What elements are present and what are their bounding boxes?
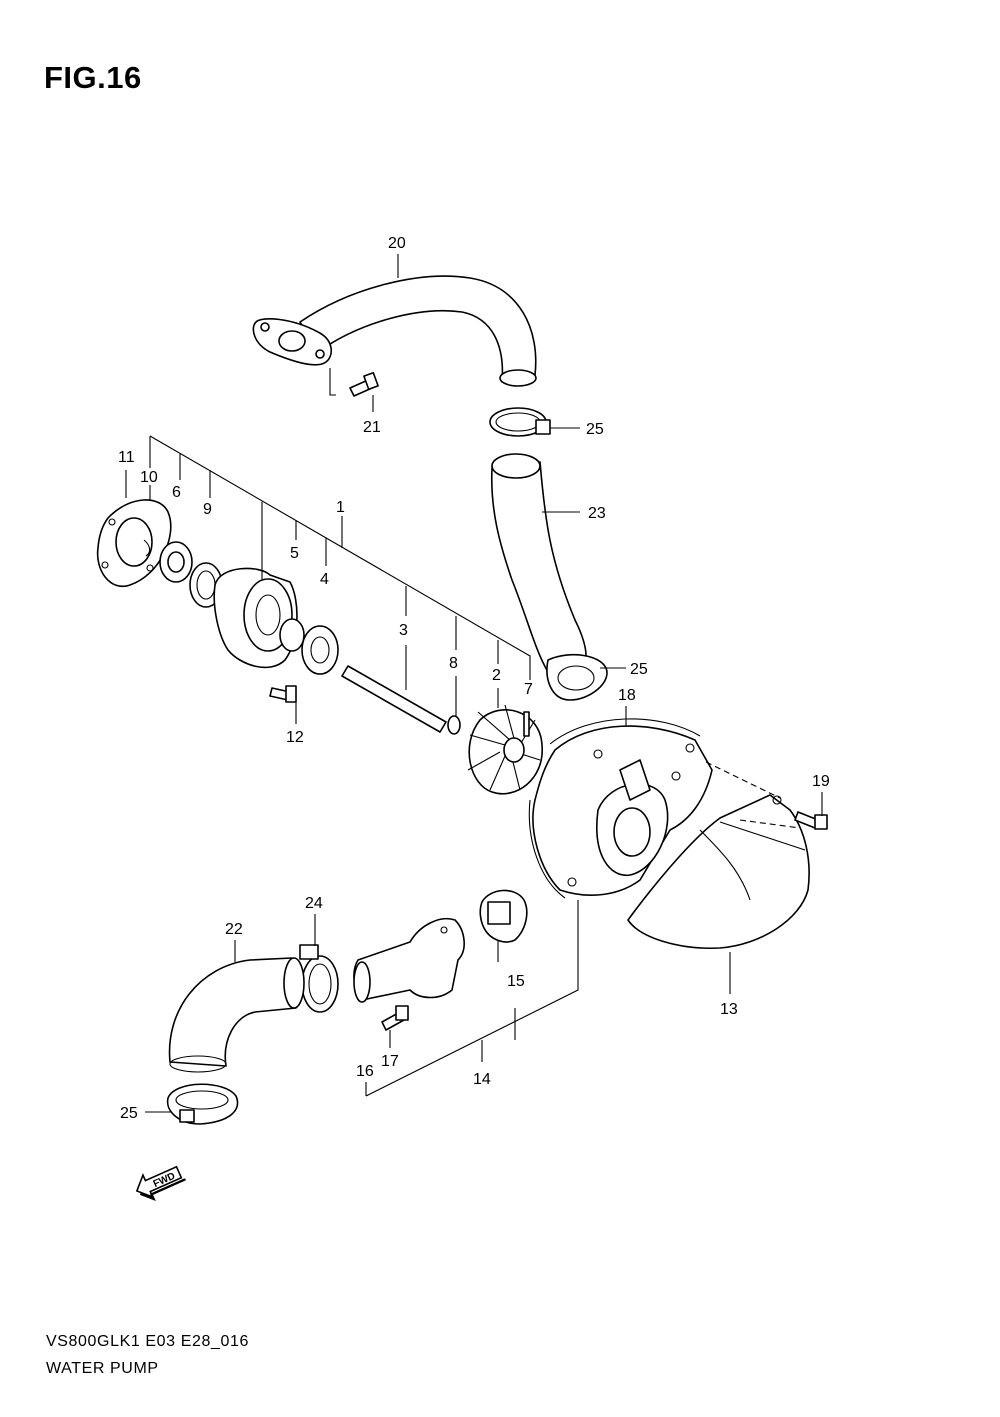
part-12-bolt <box>269 685 297 703</box>
callout-20: 20 <box>388 235 406 252</box>
callout-25-upper: 25 <box>586 421 604 438</box>
part-16-thermostat-cover <box>353 918 465 1003</box>
part-21-bolt <box>349 371 379 397</box>
part-24-clamp <box>299 944 339 1013</box>
callout-2: 2 <box>492 667 501 684</box>
figure-name: WATER PUMP <box>46 1360 159 1377</box>
pump-body-flange <box>213 567 298 669</box>
fwd-label: FWD <box>152 1171 177 1190</box>
callout-1: 1 <box>336 499 345 516</box>
callout-4: 4 <box>320 571 329 588</box>
model-code: VS800GLK1 E03 E28_016 <box>46 1333 249 1350</box>
part-23-hose <box>490 453 587 673</box>
part-15-thermostat <box>479 889 528 943</box>
callout-8: 8 <box>449 655 458 672</box>
callout-16: 16 <box>356 1063 374 1080</box>
callout-18: 18 <box>618 687 636 704</box>
part-11-plate <box>96 499 172 588</box>
part-25-hose-clamp-lower <box>166 1083 239 1125</box>
part-18-gasket <box>528 718 701 899</box>
callout-19: 19 <box>812 773 830 790</box>
callout-5: 5 <box>290 545 299 562</box>
leader-lines <box>125 254 823 1113</box>
callout-25-middle: 25 <box>630 661 648 678</box>
part-13-cover <box>627 794 810 950</box>
callout-11: 11 <box>118 449 135 466</box>
figure-title: FIG.16 <box>44 60 142 95</box>
part-25-hose-clamp-upper <box>489 407 551 437</box>
part-3-shaft <box>341 665 447 733</box>
callout-6: 6 <box>172 484 181 501</box>
forward-arrow-icon: FWD <box>135 1165 186 1202</box>
callout-22: 22 <box>225 921 243 938</box>
callout-3: 3 <box>399 622 408 639</box>
part-6-bearing <box>159 541 193 583</box>
callout-17: 17 <box>381 1053 399 1070</box>
part-7-pin <box>523 711 530 737</box>
part-5-seal <box>279 618 305 652</box>
callout-25-lower: 25 <box>120 1105 138 1122</box>
part-17-bolt <box>381 1005 409 1031</box>
part-22-elbow-hose <box>168 957 305 1073</box>
callout-13: 13 <box>720 1001 738 1018</box>
callout-14: 14 <box>473 1071 491 1088</box>
callout-15: 15 <box>507 973 525 990</box>
callout-12: 12 <box>286 729 304 746</box>
callout-10: 10 <box>140 469 158 486</box>
callout-24: 24 <box>305 895 323 912</box>
part-19-bolt <box>794 811 828 830</box>
callout-9: 9 <box>203 501 212 518</box>
callout-23: 23 <box>588 505 606 522</box>
part-8-o-ring <box>447 715 461 735</box>
callout-21: 21 <box>363 419 381 436</box>
callout-labels: 20 21 25 23 11 10 6 9 1 5 4 3 8 2 7 25 1… <box>118 235 830 1122</box>
part-2-impeller <box>467 704 543 795</box>
part-4-mechanical-seal <box>301 625 339 675</box>
part-20-water-pipe <box>252 275 537 396</box>
callout-7: 7 <box>524 681 533 698</box>
part-10-circlip <box>143 539 151 557</box>
part-25-hose-clamp-middle <box>546 653 608 701</box>
part-14-pump-case <box>532 725 713 896</box>
